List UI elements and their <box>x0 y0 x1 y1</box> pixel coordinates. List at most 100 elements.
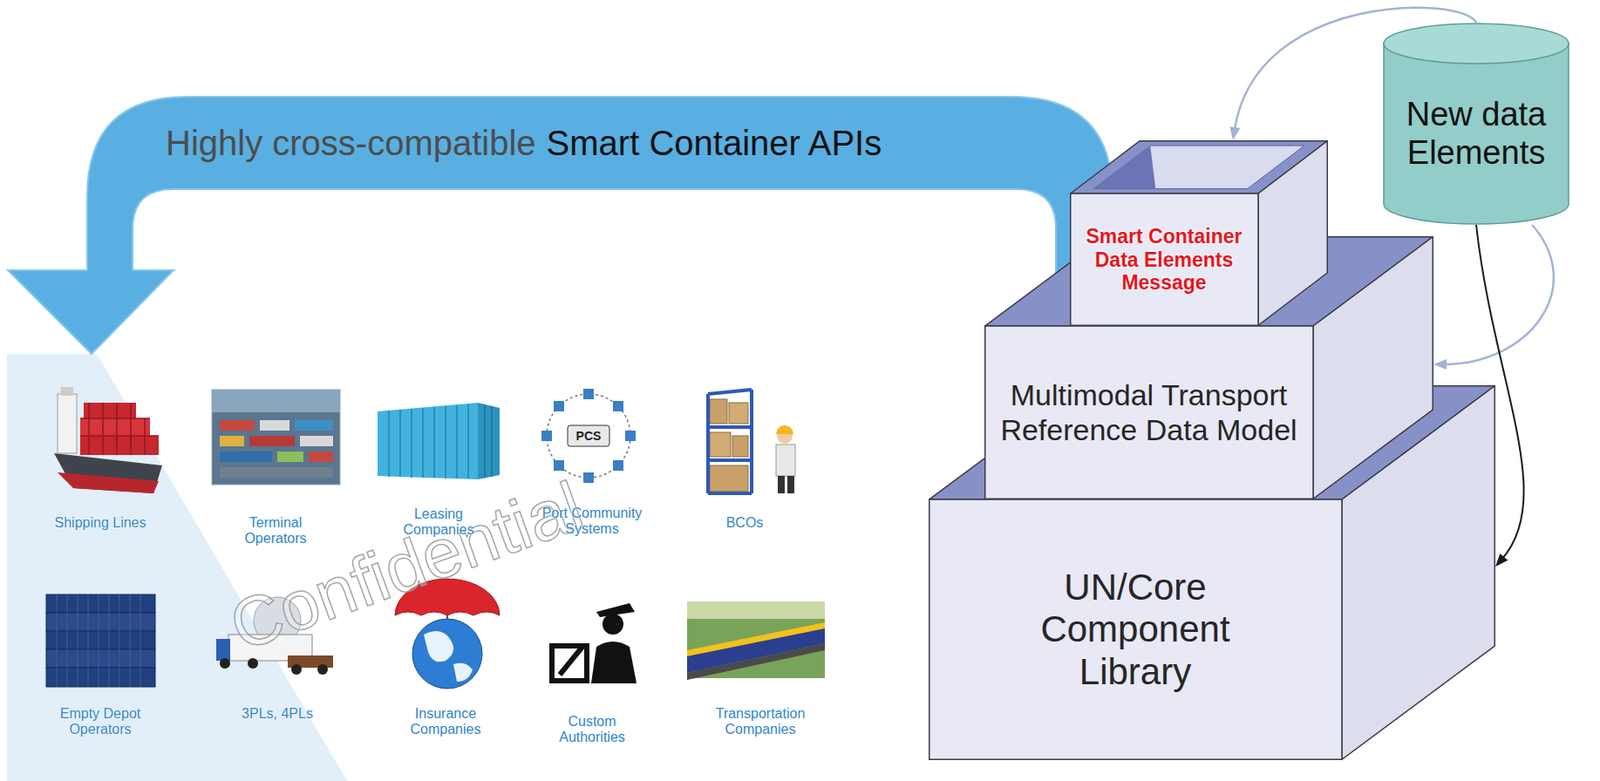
insurance-icon <box>453 663 473 682</box>
box-opening <box>1093 145 1156 189</box>
depot-icon <box>46 594 156 688</box>
node-text: New data Elements <box>1389 95 1563 172</box>
train-photo <box>687 601 825 620</box>
stakeholder-caption: Empty Depot Operators <box>52 706 149 739</box>
ship-icon <box>61 387 74 396</box>
stakeholder-caption: Shipping Lines <box>34 515 166 532</box>
cylinder-body <box>1383 43 1569 225</box>
warehouse-icon <box>709 465 749 492</box>
pcs-icon <box>612 460 624 471</box>
connector <box>1433 224 1554 370</box>
box-front-face <box>985 326 1314 499</box>
terminal-photo <box>299 435 334 447</box>
warehouse-icon <box>708 389 796 494</box>
container-icon <box>477 402 500 480</box>
truck-icon <box>219 658 231 669</box>
pcs-icon <box>567 425 610 447</box>
warehouse-icon <box>776 425 794 435</box>
stakeholder-caption: 3PLs, 4PLs <box>224 706 330 722</box>
ship-icon <box>54 453 163 494</box>
customs-icon <box>602 613 624 635</box>
depot-icon <box>46 649 156 668</box>
warehouse-icon <box>787 476 795 494</box>
warehouse-icon <box>777 476 785 494</box>
truck-icon <box>317 664 328 675</box>
layer-box: Smart Container Data Elements Message <box>1069 140 1328 327</box>
box-front-face <box>1070 193 1259 326</box>
ship-icon <box>80 402 159 456</box>
terminal-photo <box>259 420 290 431</box>
api-arrow <box>7 96 1113 355</box>
box-front-face <box>929 499 1342 760</box>
depot-icon <box>46 612 156 632</box>
depot-icon <box>46 594 156 613</box>
connector-line <box>1443 224 1554 365</box>
warehouse-icon <box>709 399 728 424</box>
warehouse-icon <box>732 435 749 457</box>
pcs-icon <box>583 472 594 484</box>
box-face: UN/Core Component Library <box>928 499 1342 761</box>
arrow-title-text: Smart Container APIs <box>546 123 883 164</box>
pcs-icon <box>583 388 594 400</box>
terminal-photo <box>249 435 295 447</box>
truck-icon <box>216 639 231 661</box>
warehouse-icon <box>709 432 731 457</box>
ship-icon <box>57 472 159 494</box>
cylinder-top <box>1383 23 1569 64</box>
cylinder-face: New data Elements <box>1382 64 1570 205</box>
stakeholder-caption: Leasing Companies <box>390 506 487 539</box>
terminal-photo <box>219 435 245 447</box>
depot-icon <box>46 667 156 688</box>
customs-icon <box>591 641 637 684</box>
node-text: Smart Container Data Elements Message <box>1076 224 1252 294</box>
ship-icon <box>80 435 159 456</box>
stakeholder-caption: Terminal Operators <box>227 515 324 548</box>
watermark: Confidential <box>219 466 593 668</box>
customs-icon <box>551 603 637 684</box>
insurance-icon <box>423 631 454 662</box>
box-side-face <box>1258 141 1328 327</box>
box-face: Multimodal Transport Reference Data Mode… <box>984 326 1314 500</box>
ship-icon <box>57 394 77 454</box>
terminal-photo <box>211 389 341 413</box>
container-icon <box>377 402 500 480</box>
icon-text: PCS <box>576 428 602 443</box>
container-icon <box>377 402 478 480</box>
stakeholder-caption: Custom Authorities <box>544 714 640 747</box>
stakeholder-caption: Port Community Systems <box>537 505 647 538</box>
terminal-photo <box>219 451 273 463</box>
arrow-title-text: Highly cross-compatible <box>165 123 537 164</box>
ship-icon <box>80 418 150 436</box>
customs-icon <box>596 603 635 618</box>
terminal-photo <box>219 467 334 478</box>
pcs-icon <box>546 394 631 478</box>
truck-icon <box>291 664 302 675</box>
terminal-photo <box>277 451 304 463</box>
depot-icon <box>46 631 156 650</box>
node-text: UN/Core Component Library <box>1004 566 1267 694</box>
customs-icon <box>559 646 583 675</box>
train-photo <box>687 601 825 681</box>
box-face: Smart Container Data Elements Message <box>1069 193 1259 327</box>
pcs-icon <box>612 401 624 412</box>
stakeholder-caption: Transportation Companies <box>703 706 818 739</box>
ship-icon <box>54 387 163 494</box>
terminal-photo <box>211 389 341 485</box>
warehouse-icon <box>708 389 752 494</box>
pcs-icon <box>625 430 636 442</box>
train-photo <box>687 601 825 679</box>
terminal-photo <box>211 389 341 485</box>
warehouse-icon <box>776 444 796 477</box>
ship-icon <box>83 402 137 419</box>
customs-icon <box>551 646 587 681</box>
stakeholder-caption: BCOs <box>709 515 780 532</box>
pcs-icon <box>553 401 565 412</box>
box-side-face <box>1313 237 1433 500</box>
terminal-photo <box>308 451 334 463</box>
stakeholder-caption: Insurance Companies <box>397 706 494 739</box>
warehouse-icon <box>728 402 749 424</box>
terminal-photo <box>294 420 334 431</box>
container-icon <box>484 404 492 478</box>
